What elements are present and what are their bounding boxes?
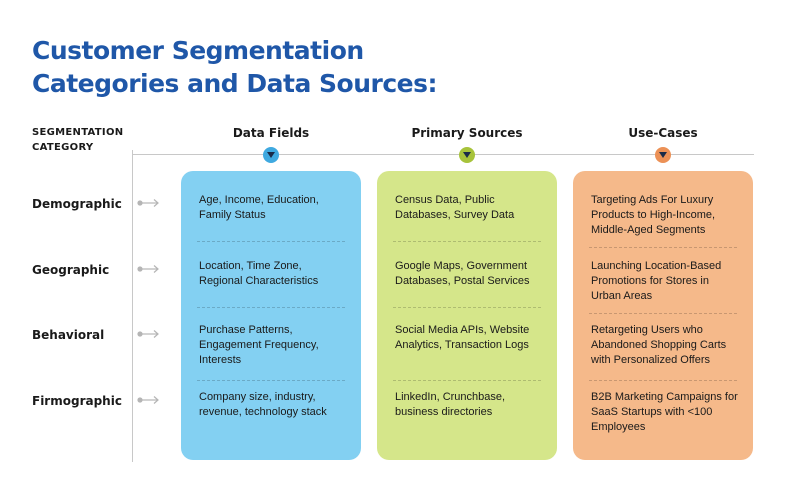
cell-use-cases-geographic: Launching Location-Based Promotions for …: [591, 260, 722, 302]
vertical-axis-line: [132, 150, 133, 462]
divider: [393, 241, 541, 242]
card-data-fields: Age, Income, Education, Family Status Lo…: [181, 171, 361, 460]
page-title-line-2: Categories and Data Sources:: [32, 69, 438, 98]
cell-use-cases-demographic: Targeting Ads For Luxury Products to Hig…: [591, 194, 716, 236]
horizontal-axis-line: [132, 154, 754, 155]
divider: [393, 380, 541, 381]
cell-primary-sources-geographic: Google Maps, Government Databases, Posta…: [395, 260, 530, 287]
cell-data-fields-firmographic: Company size, industry, revenue, technol…: [199, 391, 327, 418]
page-title: Customer Segmentation Categories and Dat…: [32, 34, 438, 100]
row-label-behavioral: Behavioral: [32, 328, 105, 342]
chevron-down-icon: [459, 147, 475, 163]
arrow-right-icon: [137, 265, 159, 273]
card-primary-sources: Census Data, Public Databases, Survey Da…: [377, 171, 557, 460]
cell-primary-sources-demographic: Census Data, Public Databases, Survey Da…: [395, 194, 515, 221]
divider: [197, 241, 345, 242]
row-label-geographic: Geographic: [32, 263, 110, 277]
row-label-firmographic: Firmographic: [32, 394, 122, 408]
arrow-right-icon: [137, 199, 159, 207]
column-header-data-fields: Data Fields: [232, 126, 310, 140]
arrow-right-icon: [137, 396, 159, 404]
cell-use-cases-firmographic: B2B Marketing Campaigns for SaaS Startup…: [591, 391, 738, 433]
cell-data-fields-demographic: Age, Income, Education, Family Status: [199, 194, 319, 221]
chevron-down-icon: [263, 147, 279, 163]
cell-data-fields-behavioral: Purchase Patterns, Engagement Frequency,…: [199, 324, 319, 366]
column-header-use-cases: Use-Cases: [628, 126, 698, 140]
segmentation-category-header: SEGMENTATION CATEGORY: [32, 125, 123, 155]
divider: [197, 307, 345, 308]
cell-use-cases-behavioral: Retargeting Users who Abandoned Shopping…: [591, 324, 727, 366]
divider: [589, 313, 737, 314]
chevron-down-icon: [655, 147, 671, 163]
card-use-cases: Targeting Ads For Luxury Products to Hig…: [573, 171, 753, 460]
segmentation-header-line-1: SEGMENTATION: [32, 127, 124, 138]
row-label-demographic: Demographic: [32, 197, 122, 211]
page-title-line-1: Customer Segmentation: [32, 36, 364, 65]
cell-primary-sources-firmographic: LinkedIn, Crunchbase, business directori…: [395, 391, 506, 418]
divider: [393, 307, 541, 308]
column-header-primary-sources: Primary Sources: [411, 126, 523, 140]
arrow-right-icon: [137, 330, 159, 338]
divider: [589, 380, 737, 381]
divider: [589, 247, 737, 248]
divider: [197, 380, 345, 381]
cell-data-fields-geographic: Location, Time Zone, Regional Characteri…: [199, 260, 319, 287]
segmentation-header-line-2: CATEGORY: [32, 142, 94, 153]
cell-primary-sources-behavioral: Social Media APIs, Website Analytics, Tr…: [395, 324, 530, 351]
